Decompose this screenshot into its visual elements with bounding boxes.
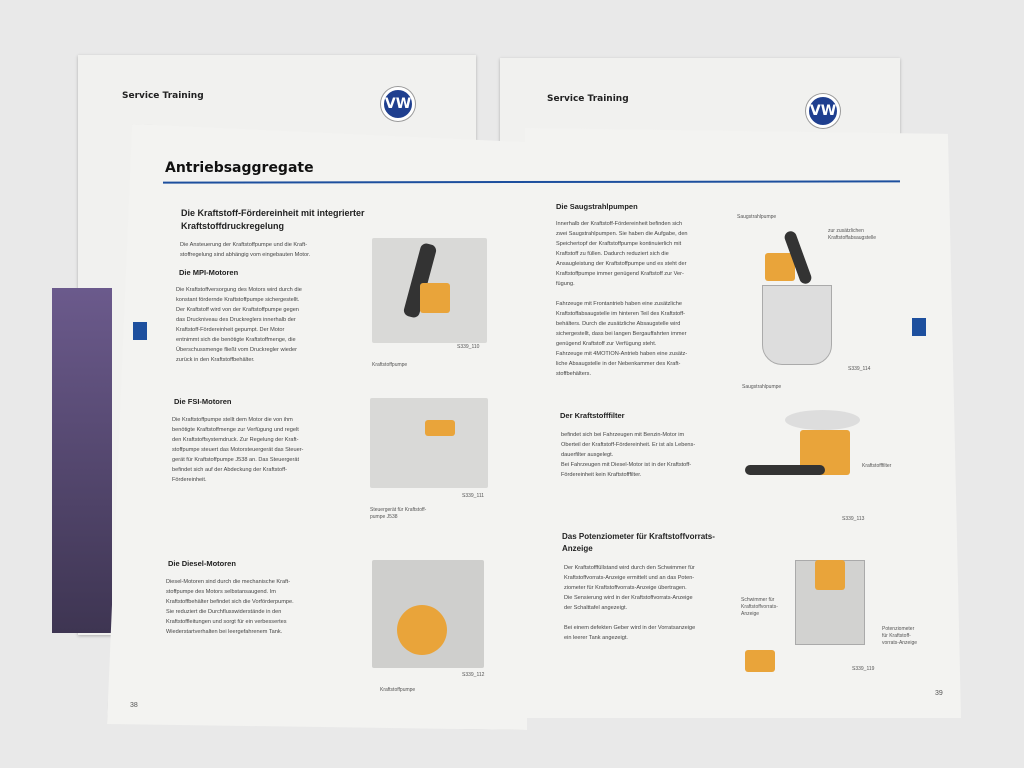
section-heading: Der Kraftstofffilter (560, 411, 625, 420)
chapter-tab (133, 322, 147, 340)
section-text: Die Kraftstoffpumpe stellt dem Motor die… (172, 417, 304, 483)
service-training-label: Service Training (122, 91, 204, 101)
image-label: zur zusätzlichen Kraftstoffabsaugstelle (828, 228, 876, 241)
fuel-filter-image (740, 405, 862, 513)
fuel-pump-image (372, 238, 487, 343)
pump-control-unit-image (370, 398, 488, 488)
image-code: S339_113 (842, 516, 865, 522)
section-heading: Das Potenziometer für Kraftstoffvorrats-… (562, 532, 715, 553)
image-code: S339_114 (848, 366, 871, 372)
section-title: Antriebsaggregate (165, 160, 314, 176)
image-code: S339_111 (462, 493, 485, 499)
vw-logo: VW (381, 87, 415, 121)
image-label: Kraftstoffpumpe (372, 362, 408, 368)
section-heading: Die Diesel-Motoren (168, 559, 236, 568)
image-label: Potenziometer für Kraftstoff- vorrats-An… (882, 626, 918, 646)
right-page (525, 128, 961, 718)
section-heading: Die FSI-Motoren (174, 397, 232, 406)
section-text: befindet sich bei Fahrzeugen mit Benzin-… (561, 432, 696, 478)
image-code: S339_112 (462, 672, 485, 678)
section-text: Die Kraftstoffversorgung des Motors wird… (176, 287, 302, 363)
page-number: 38 (130, 702, 138, 709)
potentiometer-image (740, 555, 890, 680)
service-training-label: Service Training (547, 94, 629, 104)
chapter-tab (912, 318, 926, 336)
section-text: Der Kraftstofffüllstand wird durch den S… (564, 565, 696, 641)
diesel-pump-image (372, 560, 484, 668)
section-heading: Die Saugstrahlpumpen (556, 202, 638, 211)
section-text: Innerhalb der Kraftstoff-Fördereinheit b… (556, 221, 688, 377)
cover-photo (52, 288, 112, 633)
image-code: S339_119 (852, 666, 875, 672)
image-label: Kraftstoffpumpe (380, 687, 416, 693)
page-number: 39 (935, 690, 943, 697)
image-label: Schwimmer für Kraftstoffvorrats- Anzeige (741, 597, 778, 617)
image-label: Kraftstofffilter (862, 463, 892, 469)
image-label: Saugstrahlpumpe (742, 384, 782, 390)
section-text: Diesel-Motoren sind durch die mechanisch… (166, 579, 294, 635)
page-heading: Die Kraftstoff-Fördereinheit mit integri… (181, 208, 365, 231)
intro-text: Die Ansteuerung der Kraftstoffpumpe und … (180, 242, 311, 258)
image-label: Steuergerät für Kraftstoff- pumpe J538 (370, 507, 427, 520)
suction-jet-pump-image (740, 225, 890, 370)
section-heading: Die MPI-Motoren (179, 268, 239, 277)
vw-logo: VW (806, 94, 840, 128)
image-code: S339_110 (457, 344, 480, 350)
image-label: Saugstrahlpumpe (737, 214, 777, 220)
